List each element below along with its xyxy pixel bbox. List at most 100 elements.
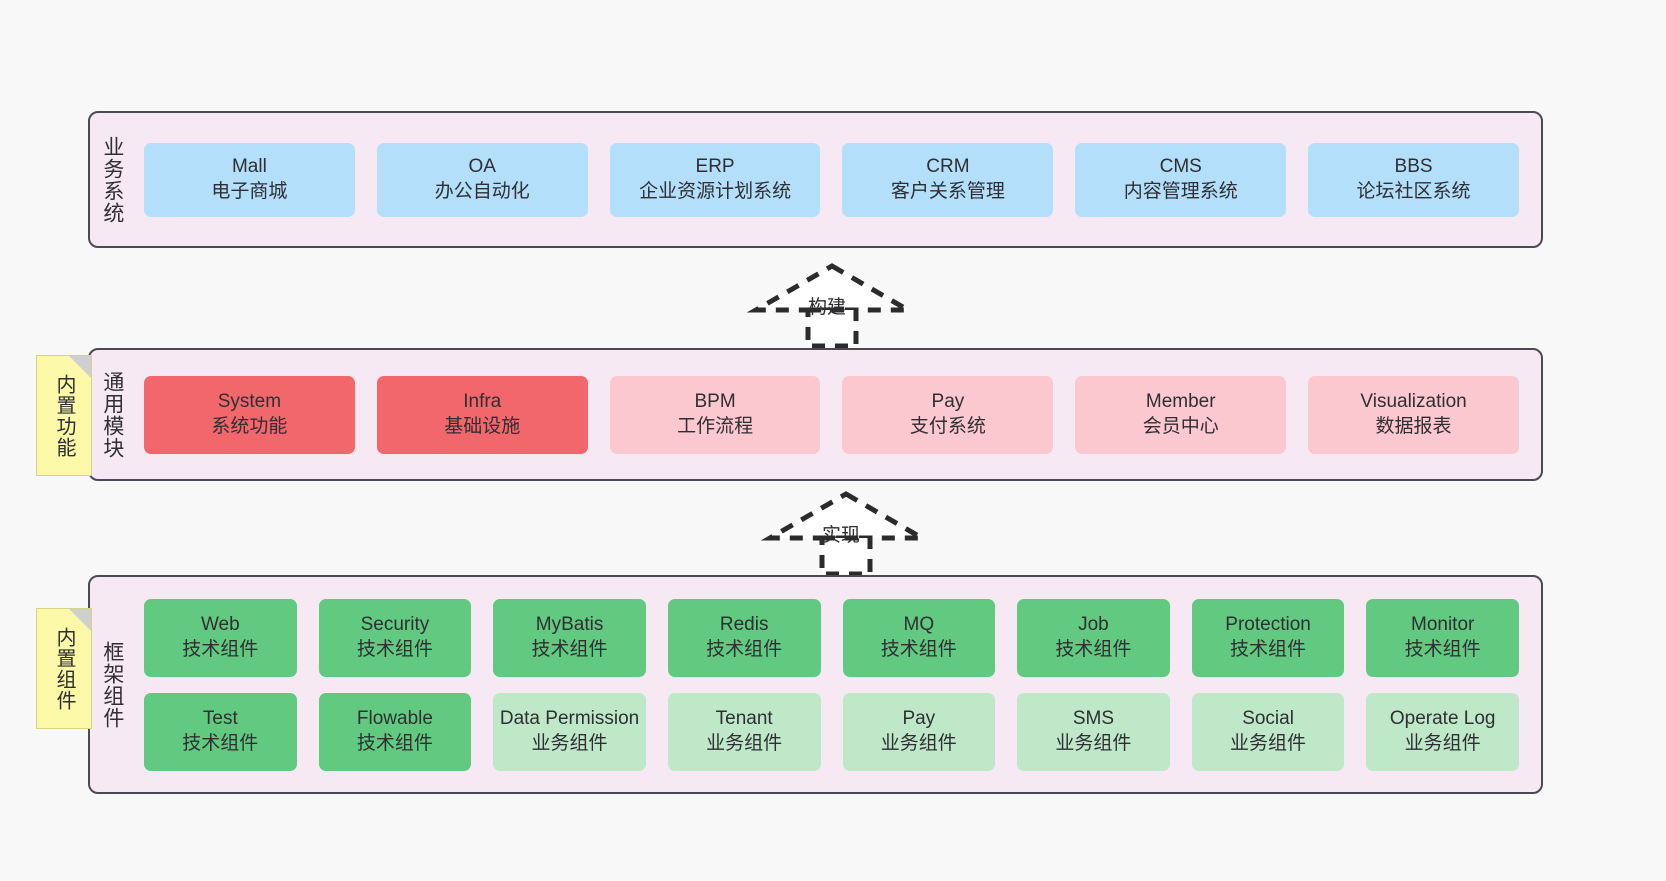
layer-common-modules: 通用模块 System 系统功能 Infra 基础设施 BPM 工作流程 Pay… <box>88 348 1543 481</box>
layer-body-common-modules: System 系统功能 Infra 基础设施 BPM 工作流程 Pay 支付系统… <box>134 350 1541 479</box>
card-subtitle: 技术组件 <box>531 638 608 660</box>
card-title: Monitor <box>1411 614 1475 636</box>
framework-business-row: Test 技术组件 Flowable 技术组件 Data Permission … <box>144 692 1519 771</box>
card-subtitle: 业务组件 <box>1055 732 1132 754</box>
business-system-row: Mall 电子商城 OA 办公自动化 ERP 企业资源计划系统 CRM 客户关系… <box>144 142 1519 217</box>
card-subtitle: 技术组件 <box>1230 638 1307 660</box>
card-security[interactable]: Security 技术组件 <box>318 598 472 677</box>
card-operate-log[interactable]: Operate Log 业务组件 <box>1366 692 1519 771</box>
card-title: SMS <box>1072 708 1115 730</box>
card-subtitle: 技术组件 <box>356 638 433 660</box>
arrow-realize: 实现 <box>760 490 932 577</box>
card-cms[interactable]: CMS 内容管理系统 <box>1075 142 1287 217</box>
card-title: Mall <box>231 156 267 178</box>
card-subtitle: 业务组件 <box>1230 732 1307 754</box>
card-pay[interactable]: Pay 支付系统 <box>842 375 1054 454</box>
common-modules-row: System 系统功能 Infra 基础设施 BPM 工作流程 Pay 支付系统… <box>144 375 1519 454</box>
card-subtitle: 技术组件 <box>182 638 259 660</box>
layer-body-framework-components: Web 技术组件 Security 技术组件 MyBatis 技术组件 Redi… <box>134 577 1541 792</box>
note-fold-corner-icon <box>69 609 91 631</box>
card-monitor[interactable]: Monitor 技术组件 <box>1366 598 1519 677</box>
arrow-build: 构建 <box>746 262 918 349</box>
card-subtitle: 论坛社区系统 <box>1356 180 1471 202</box>
card-subtitle: 技术组件 <box>356 732 433 754</box>
card-title: Member <box>1145 391 1216 413</box>
card-title: Operate Log <box>1389 708 1496 730</box>
card-title: System <box>217 391 282 413</box>
layer-business-system: 业务系统 Mall 电子商城 OA 办公自动化 ERP 企业资源计划系统 CRM… <box>88 111 1543 248</box>
note-builtin-function: 内置功能 <box>36 355 92 476</box>
card-mybatis[interactable]: MyBatis 技术组件 <box>493 598 646 677</box>
card-title: Job <box>1078 614 1109 636</box>
card-subtitle: 技术组件 <box>706 638 783 660</box>
card-subtitle: 内容管理系统 <box>1123 180 1238 202</box>
card-flowable[interactable]: Flowable 技术组件 <box>318 692 472 771</box>
note-label: 内置功能 <box>53 373 75 458</box>
card-subtitle: 技术组件 <box>1055 638 1132 660</box>
card-title: Infra <box>463 391 502 413</box>
card-subtitle: 技术组件 <box>880 638 957 660</box>
card-title: Pay <box>902 708 936 730</box>
card-title: Pay <box>931 391 965 413</box>
card-subtitle: 业务组件 <box>706 732 783 754</box>
card-title: Data Permission <box>499 708 640 730</box>
layer-framework-components: 框架组件 Web 技术组件 Security 技术组件 MyBatis 技术组件… <box>88 575 1543 794</box>
card-erp[interactable]: ERP 企业资源计划系统 <box>609 142 821 217</box>
card-test[interactable]: Test 技术组件 <box>144 692 297 771</box>
card-subtitle: 支付系统 <box>909 415 986 437</box>
card-bpm[interactable]: BPM 工作流程 <box>609 375 821 454</box>
card-tenant[interactable]: Tenant 业务组件 <box>667 692 821 771</box>
note-builtin-component: 内置组件 <box>36 608 92 729</box>
card-subtitle: 业务组件 <box>1404 732 1481 754</box>
card-title: Protection <box>1225 614 1311 636</box>
card-subtitle: 业务组件 <box>531 732 608 754</box>
card-subtitle: 客户关系管理 <box>890 180 1005 202</box>
arrow-realize-label: 实现 <box>822 525 861 546</box>
card-subtitle: 电子商城 <box>211 180 288 202</box>
card-title: MyBatis <box>535 614 604 636</box>
card-title: CMS <box>1159 156 1202 178</box>
card-title: BBS <box>1394 156 1433 178</box>
card-title: ERP <box>695 156 735 178</box>
card-subtitle: 办公自动化 <box>434 180 530 202</box>
card-mq[interactable]: MQ 技术组件 <box>842 598 996 677</box>
card-title: MQ <box>903 614 935 636</box>
card-title: Security <box>360 614 430 636</box>
card-title: BPM <box>694 391 736 413</box>
card-title: Test <box>202 708 238 730</box>
arrow-build-label: 构建 <box>808 297 847 318</box>
card-title: Visualization <box>1360 391 1467 413</box>
layer-body-business-system: Mall 电子商城 OA 办公自动化 ERP 企业资源计划系统 CRM 客户关系… <box>134 113 1541 246</box>
card-title: Redis <box>719 614 769 636</box>
card-social[interactable]: Social 业务组件 <box>1191 692 1345 771</box>
card-protection[interactable]: Protection 技术组件 <box>1191 598 1345 677</box>
card-redis[interactable]: Redis 技术组件 <box>667 598 821 677</box>
card-mall[interactable]: Mall 电子商城 <box>144 142 355 217</box>
card-title: Flowable <box>356 708 433 730</box>
card-oa[interactable]: OA 办公自动化 <box>376 142 588 217</box>
card-sms[interactable]: SMS 业务组件 <box>1017 692 1170 771</box>
card-subtitle: 会员中心 <box>1142 415 1219 437</box>
card-bbs[interactable]: BBS 论坛社区系统 <box>1308 142 1519 217</box>
card-pay-component[interactable]: Pay 业务组件 <box>842 692 996 771</box>
card-subtitle: 数据报表 <box>1375 415 1452 437</box>
card-subtitle: 技术组件 <box>1404 638 1481 660</box>
card-member[interactable]: Member 会员中心 <box>1075 375 1287 454</box>
card-title: OA <box>468 156 496 178</box>
card-infra[interactable]: Infra 基础设施 <box>376 375 588 454</box>
card-subtitle: 系统功能 <box>211 415 288 437</box>
card-job[interactable]: Job 技术组件 <box>1017 598 1170 677</box>
card-data-permission[interactable]: Data Permission 业务组件 <box>493 692 646 771</box>
card-title: Social <box>1242 708 1294 730</box>
note-fold-corner-icon <box>69 356 91 378</box>
note-label: 内置组件 <box>53 626 75 711</box>
card-web[interactable]: Web 技术组件 <box>144 598 297 677</box>
card-title: Tenant <box>715 708 773 730</box>
layer-title-business-system: 业务系统 <box>100 135 124 224</box>
card-subtitle: 技术组件 <box>182 732 259 754</box>
card-system[interactable]: System 系统功能 <box>144 375 355 454</box>
card-crm[interactable]: CRM 客户关系管理 <box>842 142 1054 217</box>
card-subtitle: 业务组件 <box>880 732 957 754</box>
card-visualization[interactable]: Visualization 数据报表 <box>1308 375 1519 454</box>
